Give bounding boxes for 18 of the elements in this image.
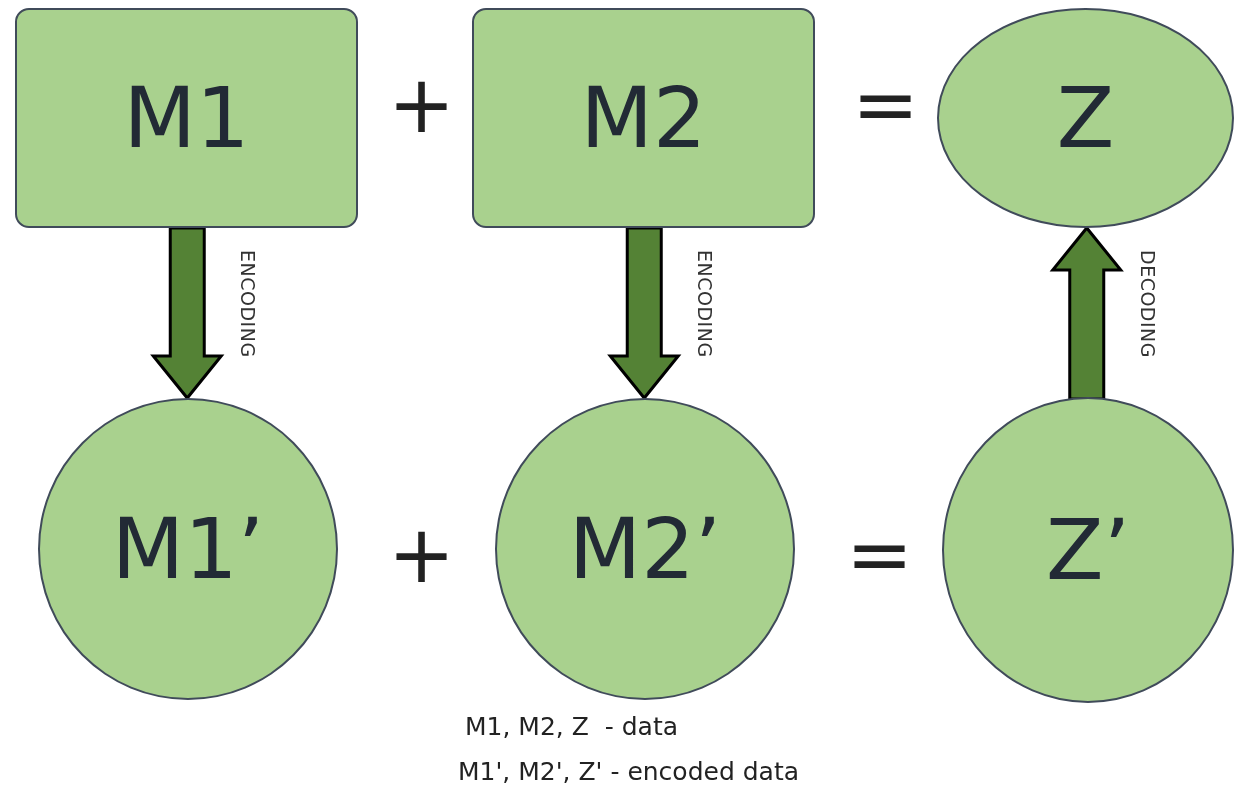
- edge-label: DECODING: [1136, 250, 1159, 359]
- operator-sign: =: [852, 65, 920, 145]
- arrow: [1049, 225, 1124, 401]
- edge-label: ENCODING: [694, 250, 717, 358]
- legend-note: M1', M2', Z' - encoded data: [458, 759, 800, 784]
- data-circle: Z’: [942, 397, 1234, 703]
- edge-label: ENCODING: [237, 250, 260, 358]
- operator-sign: +: [388, 515, 456, 595]
- arrow: [607, 226, 682, 401]
- operator-sign: =: [846, 515, 914, 595]
- operator-sign: +: [388, 65, 456, 145]
- data-circle: Z: [937, 8, 1234, 228]
- legend-note: M1, M2, Z - data: [465, 714, 679, 739]
- data-box: M1: [15, 8, 358, 228]
- data-circle: M1’: [38, 398, 338, 700]
- arrow: [150, 226, 225, 401]
- data-circle: M2’: [495, 398, 795, 700]
- data-box: M2: [472, 8, 815, 228]
